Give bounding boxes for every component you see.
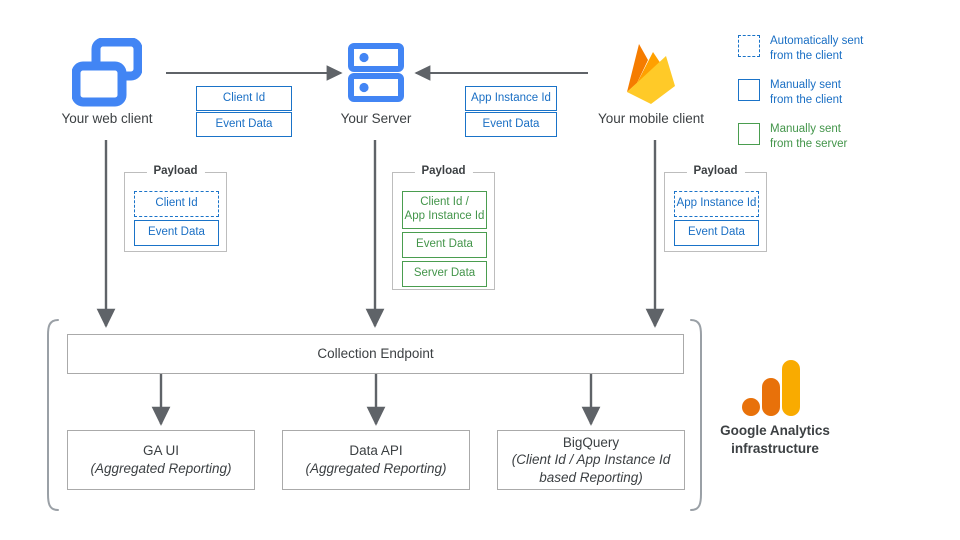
- payload-item-app-instance-id: App Instance Id: [674, 191, 759, 217]
- legend-item-automatically-sent-client: Automatically sent from the client: [738, 34, 863, 64]
- web-client-label: Your web client: [61, 111, 153, 126]
- payload-web-client: Payload Client Id Event Data: [124, 165, 227, 252]
- payload-server: Payload Client Id / App Instance Id Even…: [392, 165, 495, 290]
- infrastructure-bracket-right: [690, 319, 702, 511]
- legend-item-manually-sent-client: Manually sent from the client: [738, 78, 842, 108]
- infrastructure-label-line2: infrastructure: [731, 440, 819, 456]
- output-subtitle-ga-ui: (Aggregated Reporting): [90, 461, 232, 476]
- server-label: Your Server: [340, 111, 412, 126]
- legend-item-manually-sent-server: Manually sent from the server: [738, 122, 847, 152]
- legend-label-manual-server: Manually sent from the server: [770, 122, 847, 152]
- output-title-ga-ui: GA UI: [142, 443, 179, 459]
- legend-line1: Automatically sent: [770, 35, 864, 47]
- legend-line1: Manually sent: [770, 123, 841, 135]
- output-title-bigquery: BigQuery: [562, 434, 620, 450]
- payload-web-client-title: Payload: [146, 165, 205, 177]
- server-icon: [348, 43, 404, 102]
- legend-swatch-dashed-blue-icon: [738, 35, 760, 57]
- legend-swatch-solid-blue-icon: [738, 79, 760, 101]
- infrastructure-bracket-left: [47, 319, 59, 511]
- google-analytics-icon: [742, 360, 800, 416]
- collection-endpoint-box: Collection Endpoint: [67, 334, 684, 374]
- legend-line2: from the client: [770, 50, 843, 63]
- legend-label-manual-client: Manually sent from the client: [770, 78, 842, 108]
- output-box-data-api: Data API (Aggregated Reporting): [282, 430, 470, 490]
- output-box-ga-ui: GA UI (Aggregated Reporting): [67, 430, 255, 490]
- mobile-client-label: Your mobile client: [597, 111, 705, 126]
- legend: Automatically sent from the client Manua…: [738, 34, 918, 154]
- output-subtitle-data-api: (Aggregated Reporting): [305, 461, 447, 476]
- infrastructure-label-line1: Google Analytics: [720, 423, 830, 438]
- firebase-icon: [627, 44, 675, 104]
- legend-label-auto-client: Automatically sent from the client: [770, 34, 863, 64]
- output-title-data-api: Data API: [349, 443, 403, 459]
- legend-line2: from the server: [770, 138, 848, 151]
- payload-mobile-client-title: Payload: [686, 165, 745, 177]
- payload-mobile-client: Payload App Instance Id Event Data: [664, 165, 767, 252]
- output-subtitle-bigquery-line1: (Client Id / App Instance Id: [511, 452, 671, 468]
- transit-chip-client-id: Client Id: [196, 86, 292, 111]
- web-client-icon: [72, 38, 142, 107]
- payload-item-line1: Client Id /: [420, 196, 469, 209]
- payload-item-client-id: Client Id: [134, 191, 219, 217]
- payload-item-event-data-server: Event Data: [402, 232, 487, 258]
- payload-server-title: Payload: [414, 165, 473, 177]
- legend-swatch-solid-green-icon: [738, 123, 760, 145]
- payload-item-client-or-app-instance-id: Client Id / App Instance Id: [402, 191, 487, 229]
- payload-item-line2: App Instance Id: [404, 210, 485, 222]
- output-box-bigquery: BigQuery (Client Id / App Instance Id ba…: [497, 430, 685, 490]
- payload-item-server-data: Server Data: [402, 261, 487, 287]
- infrastructure-label: Google Analytics infrastructure: [700, 422, 850, 457]
- legend-line1: Manually sent: [770, 79, 841, 91]
- transit-chip-event-data-mobile: Event Data: [465, 112, 557, 137]
- payload-item-event-data-mobile: Event Data: [674, 220, 759, 246]
- transit-chip-app-instance-id: App Instance Id: [465, 86, 557, 111]
- output-subtitle-bigquery-line2: based Reporting): [539, 469, 643, 485]
- legend-line2: from the client: [770, 94, 843, 107]
- payload-item-event-data-web: Event Data: [134, 220, 219, 246]
- transit-chip-event-data-web: Event Data: [196, 112, 292, 137]
